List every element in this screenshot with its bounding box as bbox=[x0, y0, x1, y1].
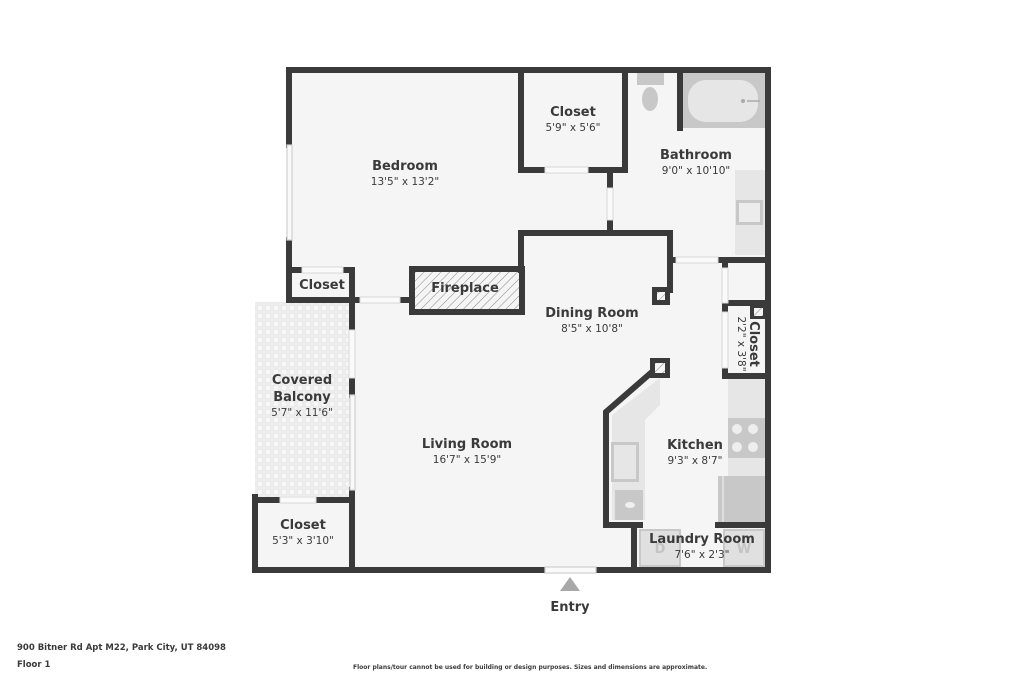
stove bbox=[728, 418, 765, 458]
living-room-dims: 16'7" x 15'9" bbox=[433, 454, 501, 466]
dining-room-label: Dining Room bbox=[545, 306, 638, 321]
walls bbox=[252, 67, 771, 573]
closet-top-label: Closet bbox=[550, 105, 596, 120]
balcony-label-line2: Balcony bbox=[273, 390, 331, 405]
disclaimer: Floor plans/tour cannot be used for buil… bbox=[353, 664, 708, 671]
windows bbox=[286, 144, 597, 574]
room-labels: Bedroom 13'5" x 13'2" Closet 5'9" x 5'6"… bbox=[271, 105, 761, 561]
bathroom-fixtures bbox=[637, 73, 765, 255]
closet-bottom-dims: 5'3" x 3'10" bbox=[272, 535, 334, 547]
balcony-label-line1: Covered bbox=[272, 373, 332, 388]
balcony-dims: 5'7" x 11'6" bbox=[271, 407, 333, 419]
svg-text:D: D bbox=[655, 542, 666, 557]
closet-top-dims: 5'9" x 5'6" bbox=[545, 122, 600, 134]
entry-arrow-icon bbox=[560, 577, 580, 591]
bedroom-dims: 13'5" x 13'2" bbox=[371, 176, 439, 188]
dining-room-dims: 8'5" x 10'8" bbox=[561, 323, 623, 335]
washer bbox=[723, 529, 765, 567]
pillars bbox=[650, 287, 766, 378]
toilet-bowl bbox=[642, 87, 658, 111]
fireplace bbox=[409, 266, 525, 315]
door-openings bbox=[279, 166, 729, 504]
closet-right-label: Closet bbox=[746, 321, 761, 367]
laundry-room-dims: 7'6" x 2'3" bbox=[674, 549, 729, 561]
kitchen-fixtures bbox=[611, 378, 765, 523]
kitchen-dims: 9'3" x 8'7" bbox=[667, 455, 722, 467]
kitchen-label: Kitchen bbox=[667, 438, 723, 453]
living-room-label: Living Room bbox=[422, 437, 512, 452]
bathroom-dims: 9'0" x 10'10" bbox=[662, 165, 730, 177]
bathroom-label: Bathroom bbox=[660, 148, 732, 163]
balcony-floor bbox=[255, 302, 350, 497]
bedroom-label: Bedroom bbox=[372, 159, 438, 174]
closet-bottom-label: Closet bbox=[280, 518, 326, 533]
fireplace-label: Fireplace bbox=[431, 281, 499, 296]
entry-label: Entry bbox=[550, 600, 590, 615]
toilet-tank bbox=[637, 73, 664, 85]
refrigerator bbox=[718, 476, 765, 523]
laundry-fixtures: D W bbox=[639, 529, 765, 567]
floor-label: Floor 1 bbox=[17, 660, 51, 670]
dryer bbox=[639, 529, 681, 567]
floor-areas bbox=[255, 70, 768, 570]
laundry-room-label: Laundry Room bbox=[649, 532, 755, 547]
closet-right-dims: 2'2" x 3'8" bbox=[735, 316, 747, 371]
svg-text:W: W bbox=[737, 542, 751, 557]
closet-small-label: Closet bbox=[299, 278, 345, 293]
property-address: 900 Bitner Rd Apt M22, Park City, UT 840… bbox=[17, 643, 226, 653]
